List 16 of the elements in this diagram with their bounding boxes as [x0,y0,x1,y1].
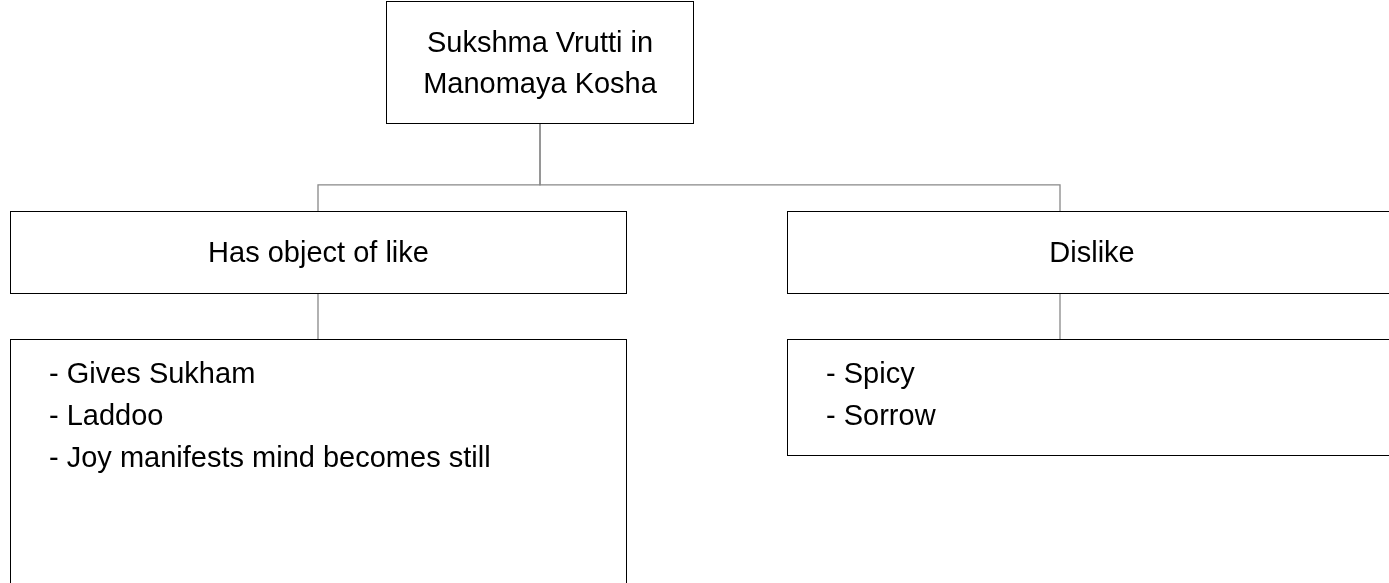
connector-line [317,293,319,340]
list-item: - Laddoo [49,398,165,434]
list-box [10,339,627,583]
connector-line [1059,293,1061,340]
list-item: - Joy manifests mind becomes still [49,440,491,476]
concept-box [386,1,694,124]
list-item: - Sorrow [826,398,937,434]
node-label: Dislike [1049,235,1135,271]
concept-box [10,211,627,294]
list-item: - Spicy [826,356,916,391]
node-label: Has object of like [208,235,429,271]
list-item: - Gives Sukham [49,356,256,391]
node-label: Sukshma Vrutti in Manomaya Kosha [422,24,658,101]
concept-box [787,211,1389,294]
list-box [787,339,1389,456]
connector-line [539,123,1061,212]
